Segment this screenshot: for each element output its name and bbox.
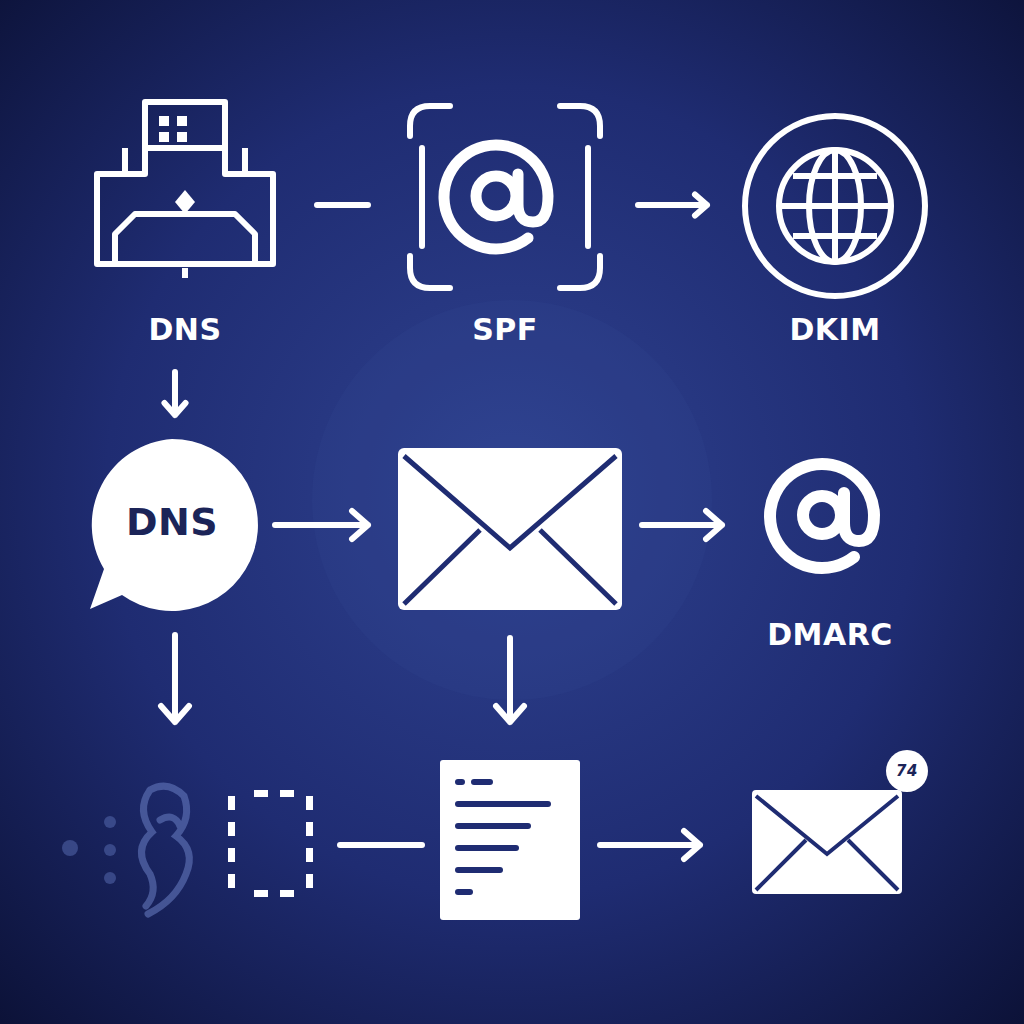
node-label: DKIM [789, 313, 880, 346]
count-badge: 74 [896, 763, 918, 780]
figure-icon [62, 786, 189, 914]
node-label: DNS [148, 313, 221, 346]
envelope-node: 74 [748, 744, 938, 900]
node-label: DMARC [767, 618, 893, 651]
flow-arrow [164, 372, 185, 415]
dotted-square [228, 790, 313, 897]
globe-icon [735, 96, 935, 350]
document-icon [440, 760, 580, 920]
badge-circle: 74 [886, 750, 928, 792]
globe-node: DKIM [735, 96, 935, 350]
server-icon [85, 96, 285, 350]
atbox-icon [400, 96, 610, 350]
flow-arrow [317, 202, 368, 208]
bubble-node: DNS [82, 437, 262, 613]
atsign-node: DMARC [740, 455, 920, 655]
atbox-node: SPF [400, 96, 610, 350]
envelope-icon [398, 448, 622, 610]
node-label: DNS [126, 502, 218, 544]
server-node: DNS [85, 96, 285, 350]
flow-arrow [638, 194, 707, 215]
node-label: SPF [472, 313, 538, 346]
